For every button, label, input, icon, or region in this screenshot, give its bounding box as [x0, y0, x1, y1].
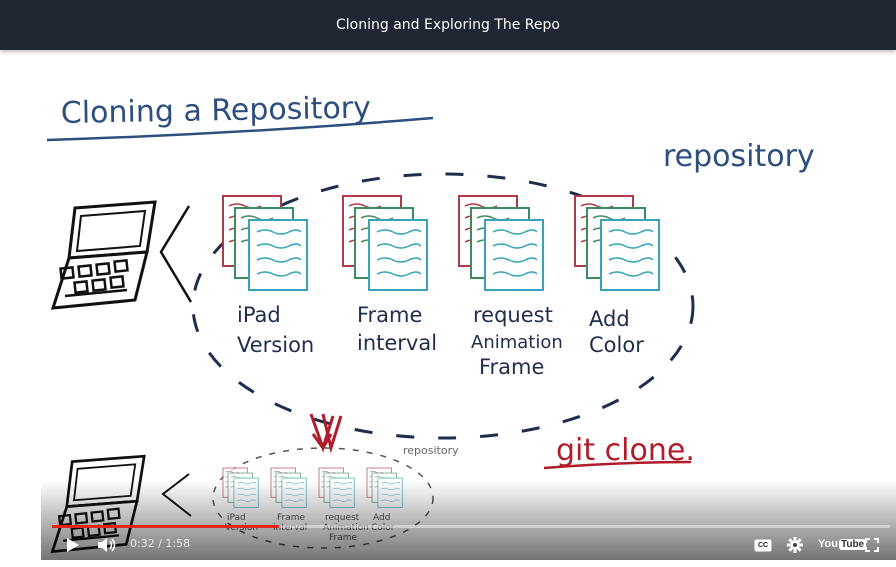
branch-label-line1: request	[473, 303, 553, 327]
branch-label-line1: iPad	[237, 303, 281, 327]
captions-label: CC	[757, 541, 769, 549]
small-branch-label: Add	[373, 513, 390, 523]
volume-button[interactable]	[96, 536, 120, 554]
whiteboard-drawing: Cloning a Repository repository iPad Ver…	[46, 91, 815, 553]
laptop-icon	[51, 200, 157, 310]
branch-label-line2: Animation	[471, 332, 563, 353]
video-player[interactable]: Cloning a Repository repository iPad Ver…	[41, 76, 896, 560]
youtube-logo[interactable]: You Tube	[818, 538, 867, 550]
captions-button[interactable]: CC	[753, 537, 773, 553]
small-branch-label: request	[325, 513, 360, 523]
fullscreen-button[interactable]	[863, 536, 881, 554]
page-title: Cloning and Exploring The Repo	[336, 17, 560, 33]
branch-label-line2: Color	[589, 333, 644, 357]
branch-label-line1: Frame	[357, 303, 422, 327]
play-button[interactable]	[63, 536, 83, 554]
settings-button[interactable]	[785, 536, 805, 554]
youtube-logo-tube: Tube	[838, 538, 867, 550]
gear-icon	[787, 537, 803, 553]
repository-label: repository	[663, 139, 815, 174]
play-icon	[67, 538, 79, 552]
document-stack-icon	[574, 195, 660, 291]
document-stack-icon	[342, 195, 428, 291]
branch-label-line2: Version	[237, 333, 314, 357]
document-stack-icon	[458, 195, 544, 291]
progress-played	[52, 525, 280, 528]
branch-label-line1: Add	[589, 307, 630, 331]
small-branch-label: iPad	[227, 513, 246, 523]
small-branch-label: Frame	[277, 513, 306, 523]
small-branch-label: Frame	[329, 533, 358, 543]
captions-icon	[754, 539, 772, 551]
youtube-logo-you: You	[818, 538, 838, 550]
time-display: 0:32 / 1:58	[130, 537, 191, 550]
branch-label-line3: Frame	[479, 355, 544, 379]
progress-bar[interactable]	[52, 525, 890, 528]
volume-icon	[98, 538, 116, 552]
fullscreen-icon	[865, 538, 879, 552]
document-stack-icon	[222, 195, 308, 291]
branch-label-line2: interval	[357, 331, 437, 355]
small-repository-label: repository	[403, 444, 459, 457]
board-title: Cloning a Repository	[61, 91, 372, 131]
top-bar: Cloning and Exploring The Repo	[0, 0, 896, 50]
